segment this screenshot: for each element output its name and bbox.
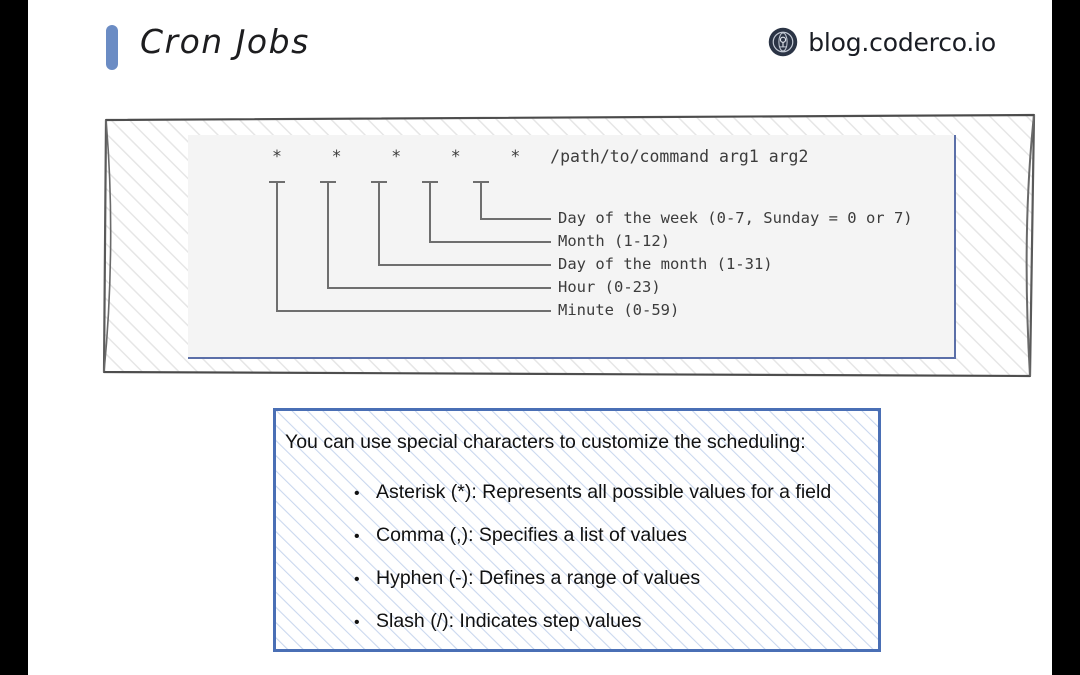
cron-diagram-box: * * * * * /path/to/command arg1 arg2 — [188, 135, 956, 359]
note-item-label: Comma (,): Specifies a list of values — [376, 524, 688, 546]
bullet-icon: • — [354, 528, 360, 545]
note-item-asterisk: • Asterisk (*): Represents all possible … — [354, 481, 831, 504]
brand: blog.coderco.io — [768, 27, 996, 57]
notes-content: You can use special characters to custom… — [276, 411, 878, 649]
brand-label: blog.coderco.io — [808, 27, 996, 57]
coderco-circle-logo-icon — [769, 27, 798, 57]
special-characters-box: You can use special characters to custom… — [273, 408, 881, 652]
bullet-icon: • — [354, 571, 360, 588]
note-item-label: Asterisk (*): Represents all possible va… — [376, 481, 832, 503]
notes-intro-text: You can use special characters to custom… — [285, 431, 806, 453]
letterbox-left — [0, 0, 28, 675]
diagram-panel: * * * * * /path/to/command arg1 arg2 — [100, 110, 1038, 382]
title-accent-bar — [106, 25, 118, 70]
cron-connector-lines — [269, 181, 551, 312]
letterbox-right — [1052, 0, 1080, 675]
field-label-hour: Hour (0-23) — [558, 278, 661, 296]
note-item-slash: • Slash (/): Indicates step values — [354, 610, 642, 633]
note-item-hyphen: • Hyphen (-): Defines a range of values — [354, 567, 700, 590]
field-label-day-of-month: Day of the month (1-31) — [558, 255, 773, 273]
slide-canvas: Cron Jobs blog.coderco.io — [28, 0, 1052, 675]
bullet-icon: • — [354, 614, 360, 631]
field-label-day-of-week: Day of the week (0-7, Sunday = 0 or 7) — [558, 209, 913, 227]
note-item-label: Slash (/): Indicates step values — [376, 610, 642, 632]
field-label-month: Month (1-12) — [558, 232, 670, 250]
cron-expression-line: * * * * * /path/to/command arg1 arg2 — [272, 147, 809, 166]
note-item-comma: • Comma (,): Specifies a list of values — [354, 524, 687, 547]
note-item-label: Hyphen (-): Defines a range of values — [376, 567, 701, 589]
field-label-minute: Minute (0-59) — [558, 301, 680, 319]
bullet-icon: • — [354, 485, 360, 502]
page-title: Cron Jobs — [140, 22, 310, 61]
